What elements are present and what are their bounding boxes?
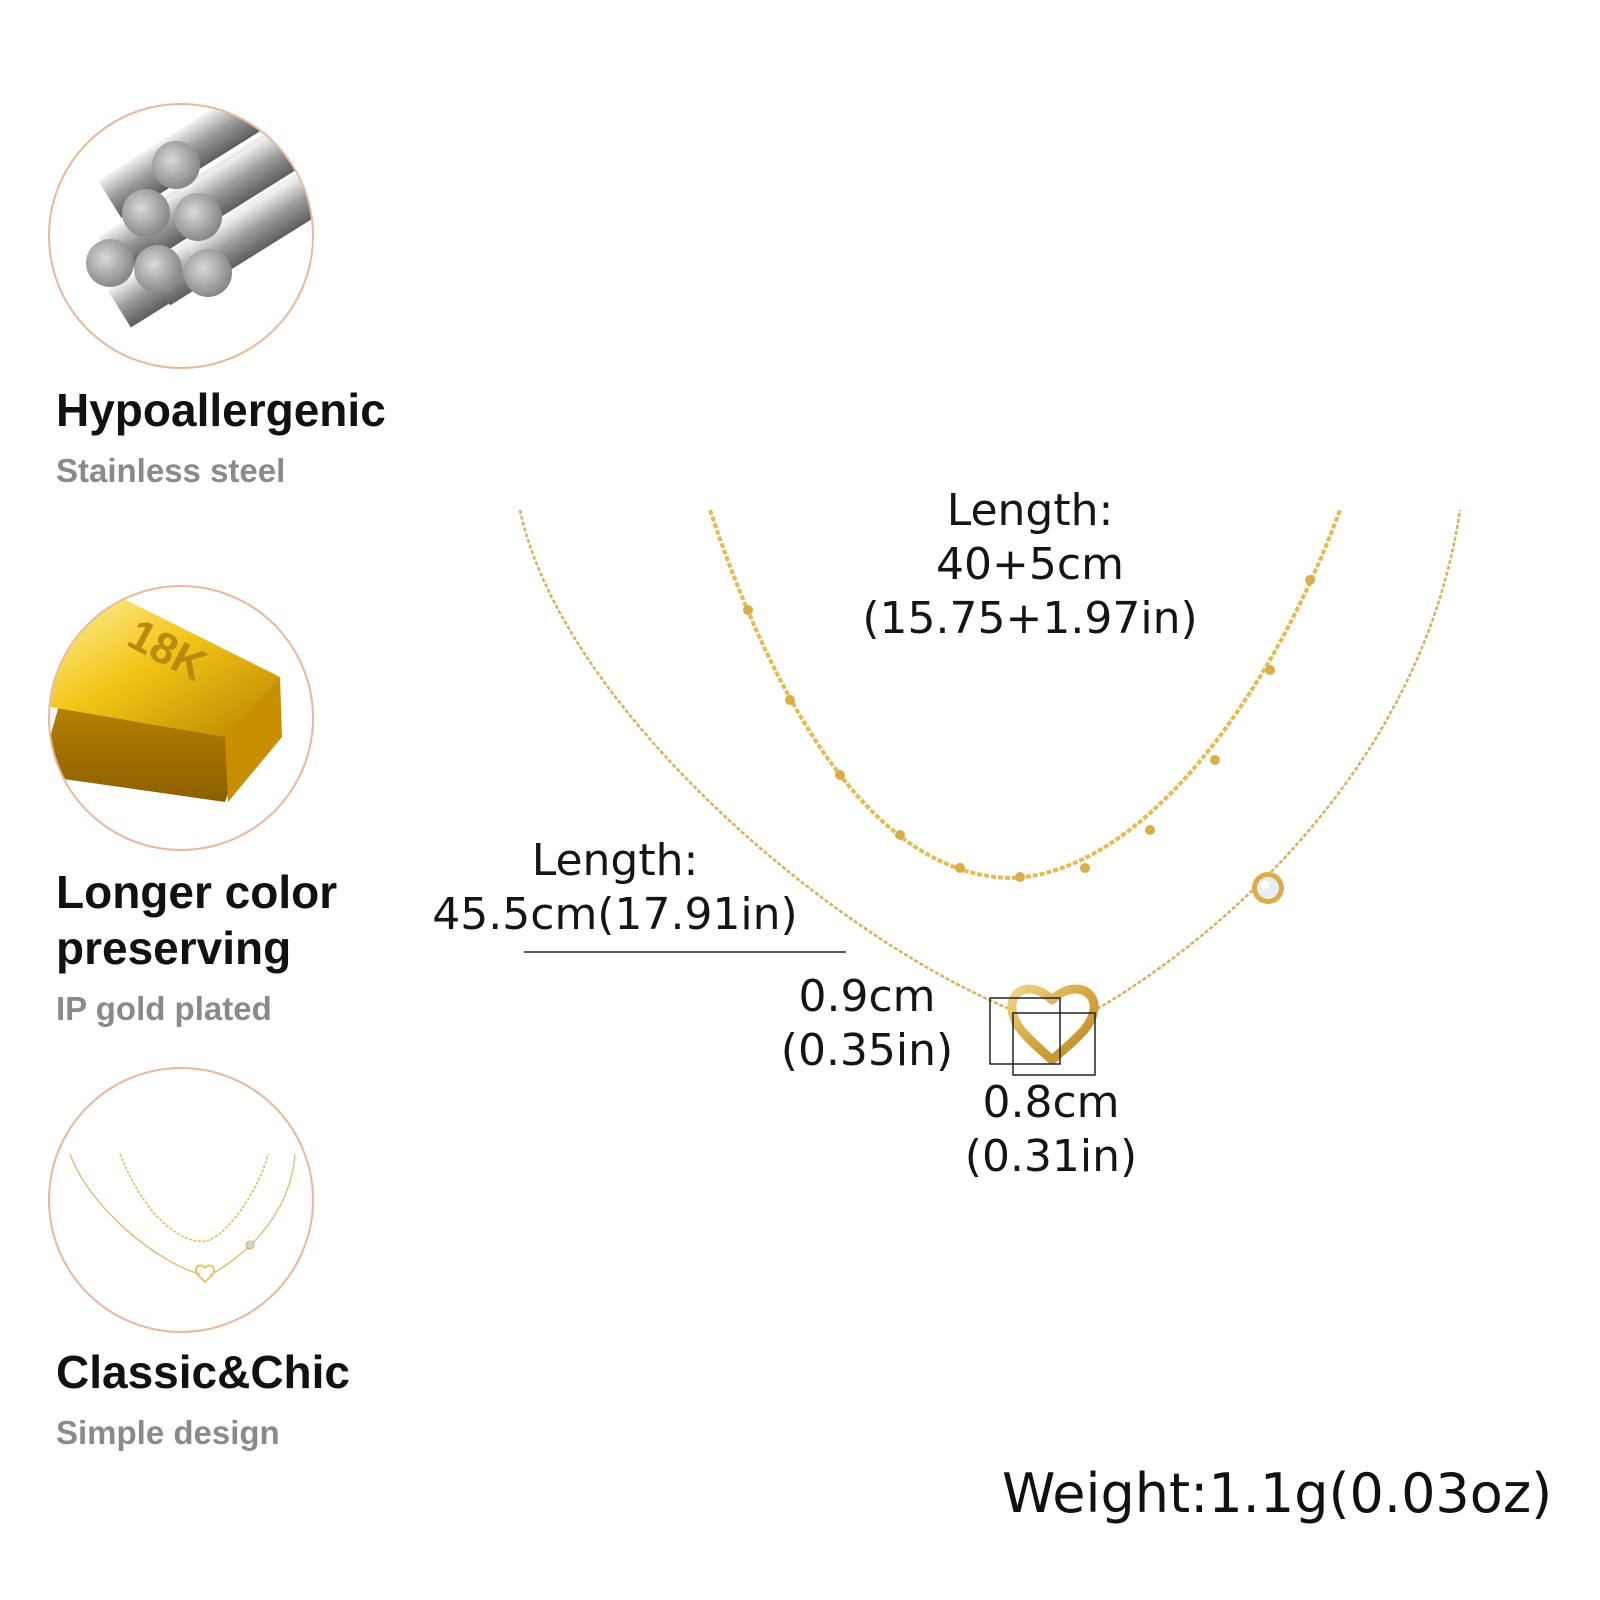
heart-pendant <box>1007 984 1099 1065</box>
heart-width-box <box>1012 1012 1096 1076</box>
weight-label: Weight:1.1g(0.03oz) <box>1002 1462 1553 1525</box>
feature-title-line2: preserving <box>56 922 292 974</box>
feature-subtitle-ip-gold: IP gold plated <box>56 990 272 1027</box>
feature-title-classic-chic: Classic&Chic <box>56 1346 351 1398</box>
long-chain <box>518 509 1013 1012</box>
long-chain-right <box>1091 509 1462 1014</box>
long-chain-length-heading: Length: <box>531 835 699 886</box>
heart-width-label: 0.8cm (0.31in) <box>946 1076 1156 1184</box>
heart-height-metric: 0.9cm <box>798 971 936 1022</box>
steel-rods-icon <box>48 103 314 369</box>
feature-title-longer-color: Longer color preserving <box>56 864 337 976</box>
short-chain-length-heading: Length: <box>946 485 1114 536</box>
feature-subtitle-simple: Simple design <box>56 1414 280 1451</box>
short-chain-length-label: Length: 40+5cm (15.75+1.97in) <box>845 484 1215 646</box>
heart-width-imperial: (0.31in) <box>964 1131 1138 1182</box>
gold-bar-icon: 18K <box>48 585 314 851</box>
heart-width-metric: 0.8cm <box>982 1077 1120 1128</box>
short-chain-length-metric: 40+5cm <box>936 539 1124 590</box>
feature-title-line1: Longer color <box>56 866 338 918</box>
heart-height-imperial: (0.35in) <box>780 1025 954 1076</box>
short-chain-length-imperial: (15.75+1.97in) <box>862 593 1198 644</box>
heart-height-label: 0.9cm (0.35in) <box>762 970 972 1078</box>
chain-beads <box>743 575 1315 882</box>
long-chain-length-label: Length: 45.5cm(17.91in) <box>420 834 810 942</box>
feature-subtitle-stainless: Stainless steel <box>56 452 286 489</box>
short-chain <box>708 509 1342 881</box>
crystal-charm <box>1252 872 1284 904</box>
heart-height-box <box>989 997 1061 1065</box>
long-chain-length-value: 45.5cm(17.91in) <box>432 889 798 940</box>
feature-title-hypoallergenic: Hypoallergenic <box>56 384 386 436</box>
necklace-thumbnail-icon <box>48 1067 314 1333</box>
